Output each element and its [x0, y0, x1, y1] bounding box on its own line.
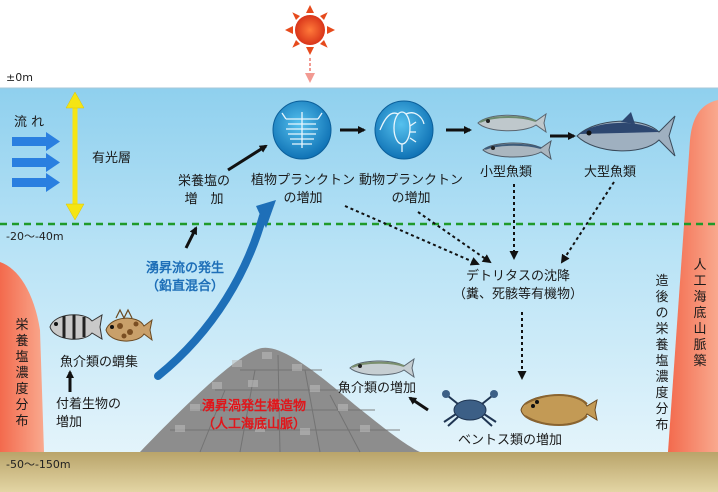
- benthos-increase-label: ベントス類の増加: [458, 433, 563, 448]
- sky: [0, 0, 718, 92]
- scorpionfish-icon: [105, 308, 153, 342]
- rockfish-icon: [49, 314, 103, 340]
- dotted-arrow-phyto-detritus: [344, 205, 480, 266]
- sun-icon: [285, 5, 335, 55]
- left-nutrient-profile: [0, 262, 44, 452]
- water-body: [0, 88, 718, 456]
- arrow-nutrient-to-phyto: [227, 144, 268, 172]
- fish-gathering-label: 魚介類の蝟集: [60, 355, 139, 370]
- large-fish-icon: [576, 112, 676, 157]
- zooplankton-icon: [374, 100, 434, 160]
- zooplankton-label: 動物プランクトン の増加: [358, 173, 463, 206]
- small-fish-icon: [477, 112, 552, 161]
- current-label: 流 れ: [14, 115, 45, 130]
- phytoplankton-label: 植物プランクトン の増加: [250, 173, 355, 206]
- structure-label: 湧昇渦発生構造物 （人工海底山脈）: [201, 399, 306, 432]
- current-arrow-icon: [12, 132, 60, 192]
- small-fish-label: 小型魚類: [480, 165, 533, 180]
- flatfish-icon: [520, 394, 598, 426]
- depth-bottom-label: -50～-150m: [6, 458, 71, 471]
- photic-layer-label: 有光層: [92, 151, 132, 166]
- large-fish-label: 大型魚類: [584, 165, 637, 180]
- left-profile-label: 栄養塩濃度分布: [15, 318, 29, 429]
- fish-increase-label: 魚介類の増加: [338, 381, 417, 396]
- crab-icon: [442, 390, 498, 427]
- upwelling-arrowhead: [256, 200, 276, 228]
- small-fish-icon: [349, 357, 415, 379]
- right-profile-label-col1: 人工海底山脈築: [693, 258, 707, 369]
- dotted-arrow-largefish-detritus: [560, 181, 615, 264]
- arrow-upwelling-to-nutrient: [184, 226, 198, 249]
- phytoplankton-icon: [272, 100, 332, 160]
- nutrient-increase-label: 栄養塩の 増 加: [177, 174, 230, 207]
- detritus-label: デトリタスの沈降 （糞、死骸等有機物）: [452, 269, 583, 302]
- photic-layer-arrow: [65, 91, 85, 221]
- dotted-arrow-zoo-detritus: [417, 211, 492, 264]
- attached-organisms-label: 付着生物の 増加: [56, 397, 122, 430]
- right-profile-label-col2: 造後の栄養塩濃度分布: [655, 274, 669, 433]
- seabed: [0, 452, 718, 492]
- right-nutrient-profile: [668, 100, 718, 452]
- upwelling-label: 湧昇流の発生 （鉛直混合）: [145, 261, 224, 294]
- arrow-benthos-to-fish: [408, 396, 429, 412]
- depth-surface-label: ±0m: [6, 71, 33, 84]
- upwelling-arrow: [154, 212, 267, 380]
- depth-mid-label: -20～-40m: [6, 230, 64, 243]
- artificial-seamount: [140, 347, 420, 453]
